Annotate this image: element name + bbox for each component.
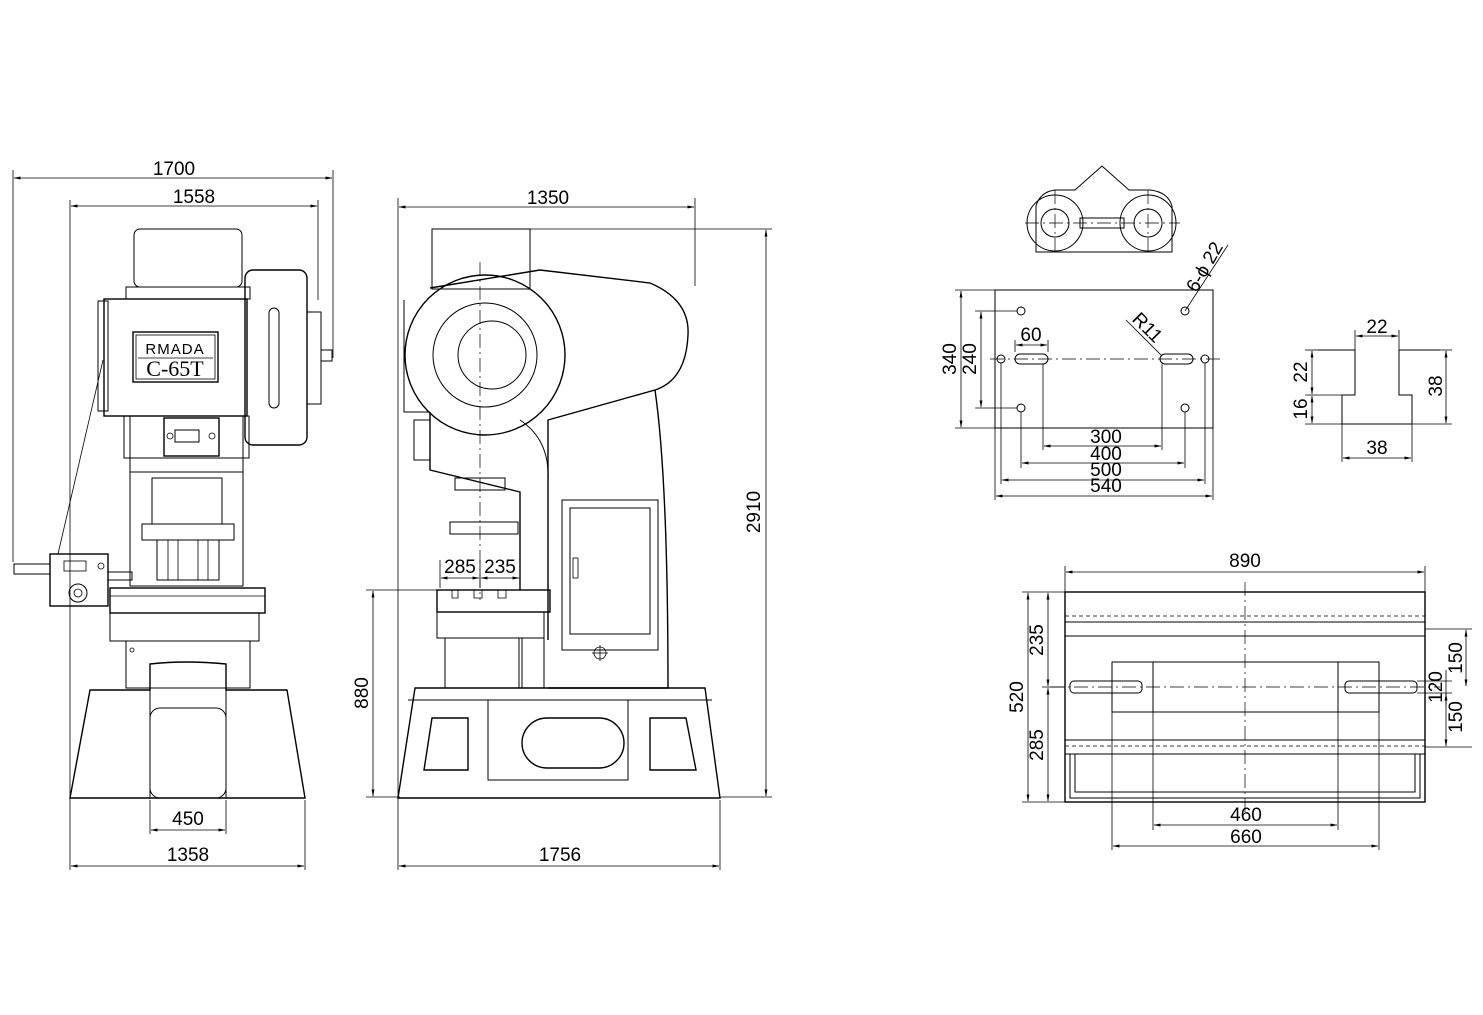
side-dimensions: 1350 285 235 880 2910 1756 (352, 188, 772, 870)
brand-label: RMADA (145, 341, 204, 358)
dim-60: 60 (1020, 325, 1041, 346)
model-label: C-65T (146, 356, 204, 381)
dim-235: 235 (484, 557, 516, 578)
door (569, 507, 651, 635)
dim-300: 300 (1090, 427, 1122, 448)
bolster-dimensions: 890 520 235 285 150 120 150 460 660 (1007, 551, 1472, 850)
bolster-plate (109, 587, 266, 614)
dim-1558: 1558 (173, 187, 215, 208)
dim-1358: 1358 (167, 845, 209, 866)
base-opening (521, 717, 625, 769)
side-table (436, 589, 551, 613)
front-base (69, 661, 306, 799)
dim-1700: 1700 (153, 159, 195, 180)
side-frame-top (429, 269, 689, 640)
dim-150-upper: 150 (1446, 642, 1467, 674)
side-view (397, 228, 721, 799)
dim-38-side: 38 (1426, 375, 1447, 396)
dim-120: 120 (1426, 671, 1447, 703)
dim-880: 880 (352, 677, 373, 709)
dim-150-lower: 150 (1446, 701, 1467, 733)
dim-660: 660 (1230, 827, 1262, 848)
motor-mount (125, 286, 251, 300)
dim-450: 450 (172, 809, 204, 830)
holes-callout: 6-ϕ 22 (1183, 239, 1228, 296)
slide-view (990, 165, 1220, 429)
flywheel-guard (244, 269, 308, 446)
dim-400: 400 (1090, 444, 1122, 465)
dim-240: 240 (960, 343, 981, 375)
side-base (397, 687, 721, 799)
slide-dimensions: 6-ϕ 22 R11 60 340 240 300 400 500 540 (940, 239, 1229, 500)
dim-460: 460 (1230, 805, 1262, 826)
dim-500: 500 (1090, 460, 1122, 481)
radius-callout: R11 (1128, 309, 1167, 348)
front-dimensions: 1700 1558 450 1358 (12, 159, 334, 870)
bolster-view (1050, 582, 1440, 812)
door-outer (561, 499, 659, 651)
dim-890: 890 (1229, 551, 1261, 572)
dim-38-bottom: 38 (1366, 438, 1387, 459)
side-motor (431, 228, 531, 290)
dim-22-top: 22 (1366, 317, 1387, 338)
dim-1756: 1756 (539, 845, 581, 866)
dim-2910: 2910 (744, 491, 765, 533)
dim-16: 16 (1291, 398, 1312, 419)
dim-520: 520 (1007, 681, 1028, 713)
side-control (49, 553, 109, 607)
control-box (163, 417, 220, 457)
dim-1350: 1350 (527, 188, 569, 209)
motor (133, 228, 243, 288)
nameplate (132, 331, 219, 383)
front-view: RMADA C-65T (13, 228, 333, 799)
flywheel (404, 274, 566, 436)
dim-540: 540 (1090, 476, 1122, 497)
dim-22-side: 22 (1291, 361, 1312, 382)
dim-285-bolster: 285 (1027, 729, 1048, 761)
dim-235-bolster: 235 (1027, 624, 1048, 656)
dim-340: 340 (940, 343, 961, 375)
dim-285: 285 (444, 557, 476, 578)
tslot-detail: 22 22 16 38 38 (1291, 317, 1452, 462)
